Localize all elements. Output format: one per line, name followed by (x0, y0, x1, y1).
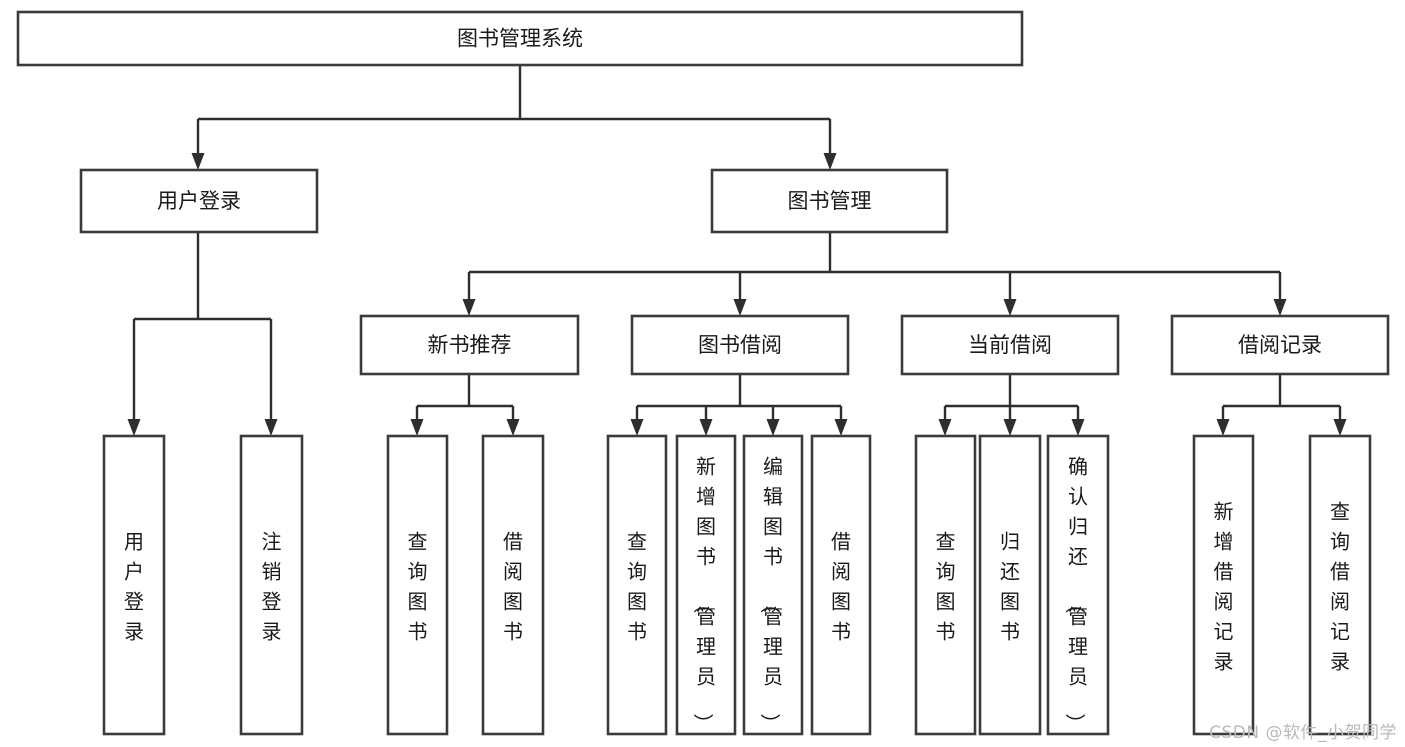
arrow-head-icon (127, 419, 141, 436)
node-box[interactable] (675, 434, 737, 736)
connector-root-to-level2 (191, 65, 837, 170)
node-label: 注销登录 (262, 529, 282, 643)
node-label: 查询图书 (936, 529, 956, 643)
node-label: 新增借阅记录 (1214, 499, 1234, 673)
node-label: 新书推荐 (428, 333, 512, 357)
node-box[interactable] (810, 434, 872, 736)
connector-newbook-to-leaves (410, 374, 520, 436)
node-label: 确认归还（管理员） (1063, 454, 1088, 733)
node-leaf-借阅图书[interactable]: 借阅图书 (481, 434, 545, 736)
node-box[interactable] (1308, 434, 1372, 736)
connector-records-to-leaves (1216, 374, 1347, 436)
arrow-head-icon (938, 419, 952, 436)
arrow-head-icon (630, 419, 644, 436)
node-leaf-借阅图书[interactable]: 借阅图书 (810, 434, 872, 736)
node-leaf-查询图书[interactable]: 查询图书 (606, 434, 668, 736)
connector-borrow-to-leaves (630, 374, 848, 436)
arrow-head-icon (1071, 419, 1085, 436)
node-l2-图书管理[interactable]: 图书管理 (710, 168, 949, 234)
arrow-head-icon (462, 299, 476, 316)
node-box[interactable] (900, 314, 1120, 376)
node-box[interactable] (914, 434, 977, 736)
node-label: 用户登录 (124, 529, 144, 643)
arrow-head-icon (191, 153, 205, 170)
node-box[interactable] (1192, 434, 1255, 736)
connector-layer (127, 65, 1347, 436)
arrow-head-icon (733, 299, 747, 316)
node-box[interactable] (359, 314, 580, 376)
node-box[interactable] (1046, 434, 1110, 736)
node-box[interactable] (742, 434, 804, 736)
node-box[interactable] (239, 434, 304, 736)
arrow-head-icon (766, 419, 780, 436)
arrow-head-icon (264, 419, 278, 436)
node-label: 归还图书 (1000, 529, 1020, 643)
connector-bookmgmt-to-level3 (462, 232, 1287, 316)
node-label: 编辑图书（管理员） (758, 454, 783, 733)
node-label: 用户登录 (157, 189, 241, 213)
connector-current-to-leaves (938, 374, 1085, 436)
node-label: 图书借阅 (698, 333, 782, 357)
node-box[interactable] (79, 168, 319, 234)
node-leaf-查询图书[interactable]: 查询图书 (386, 434, 449, 736)
node-label: 查询图书 (627, 529, 647, 643)
arrow-head-icon (410, 419, 424, 436)
arrow-head-icon (1333, 419, 1347, 436)
node-box[interactable] (1170, 314, 1390, 376)
arrow-head-icon (1003, 419, 1017, 436)
node-label: 新增图书（管理员） (691, 454, 716, 733)
arrow-head-icon (823, 153, 837, 170)
arrow-head-icon (834, 419, 848, 436)
node-l2-用户登录[interactable]: 用户登录 (79, 168, 319, 234)
node-leaf-新增图书管理员[interactable]: 新增图书（管理员） (675, 434, 737, 736)
node-label: 借阅图书 (503, 529, 523, 643)
node-leaf-查询借阅记录[interactable]: 查询借阅记录 (1308, 434, 1372, 736)
node-label: 图书管理 (788, 189, 872, 213)
node-l3-新书推荐[interactable]: 新书推荐 (359, 314, 580, 376)
csdn-watermark: CSDN @软件_小贺同学 (1209, 723, 1397, 743)
node-leaf-确认归还管理员[interactable]: 确认归还（管理员） (1046, 434, 1110, 736)
node-leaf-查询图书[interactable]: 查询图书 (914, 434, 977, 736)
node-box[interactable] (386, 434, 449, 736)
node-root-图书管理系统[interactable]: 图书管理系统 (16, 10, 1024, 67)
node-label: 当前借阅 (968, 333, 1052, 357)
node-label: 查询借阅记录 (1330, 499, 1350, 673)
node-leaf-用户登录[interactable]: 用户登录 (102, 434, 166, 736)
arrow-head-icon (1273, 299, 1287, 316)
node-leaf-新增借阅记录[interactable]: 新增借阅记录 (1192, 434, 1255, 736)
node-label: 借阅记录 (1238, 333, 1322, 357)
node-box[interactable] (481, 434, 545, 736)
node-l3-当前借阅[interactable]: 当前借阅 (900, 314, 1120, 376)
arrow-head-icon (506, 419, 520, 436)
node-l3-图书借阅[interactable]: 图书借阅 (630, 314, 850, 376)
node-box[interactable] (16, 10, 1024, 67)
node-box[interactable] (630, 314, 850, 376)
node-leaf-编辑图书管理员[interactable]: 编辑图书（管理员） (742, 434, 804, 736)
node-label: 借阅图书 (831, 529, 851, 643)
node-label: 查询图书 (408, 529, 428, 643)
node-leaf-注销登录[interactable]: 注销登录 (239, 434, 304, 736)
arrow-head-icon (1003, 299, 1017, 316)
node-box[interactable] (606, 434, 668, 736)
connector-login-to-leaves (127, 232, 278, 436)
node-l3-借阅记录[interactable]: 借阅记录 (1170, 314, 1390, 376)
node-box[interactable] (710, 168, 949, 234)
node-label: 图书管理系统 (457, 27, 583, 51)
arrow-head-icon (699, 419, 713, 436)
node-layer: 图书管理系统用户登录图书管理新书推荐图书借阅当前借阅借阅记录用户登录注销登录查询… (16, 10, 1390, 736)
node-box[interactable] (978, 434, 1042, 736)
arrow-head-icon (1216, 419, 1230, 436)
node-box[interactable] (102, 434, 166, 736)
node-leaf-归还图书[interactable]: 归还图书 (978, 434, 1042, 736)
